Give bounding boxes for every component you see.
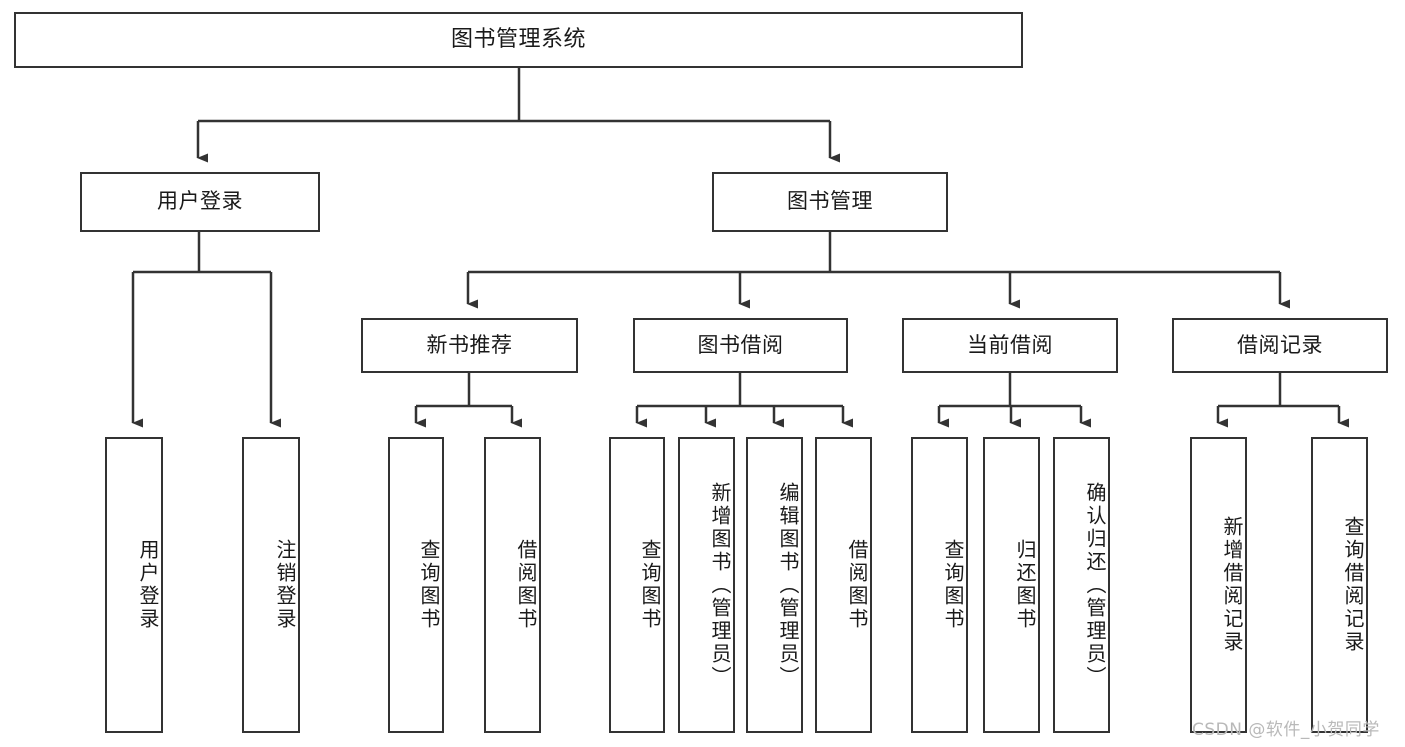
- node-leaf-query-book-1[interactable]: 查询图书: [388, 437, 444, 733]
- node-leaf-edit-book-label: 编辑图书（管理员）: [776, 481, 800, 689]
- node-leaf-query-record-label: 查询借阅记录: [1341, 516, 1365, 654]
- node-user-login[interactable]: 用户登录: [80, 172, 320, 232]
- node-new-book-recommend[interactable]: 新书推荐: [361, 318, 578, 373]
- node-leaf-add-book-label: 新增图书（管理员）: [708, 481, 732, 689]
- node-leaf-add-book[interactable]: 新增图书（管理员）: [678, 437, 735, 733]
- node-leaf-return-book-label: 归还图书: [1013, 539, 1037, 631]
- node-new-book-recommend-label: 新书推荐: [426, 332, 513, 357]
- node-leaf-query-book-2[interactable]: 查询图书: [609, 437, 665, 733]
- node-borrow-record-label: 借阅记录: [1237, 332, 1323, 357]
- node-leaf-add-record[interactable]: 新增借阅记录: [1190, 437, 1247, 733]
- node-user-login-label: 用户登录: [157, 189, 243, 214]
- node-leaf-query-book-1-label: 查询图书: [417, 539, 441, 631]
- node-leaf-query-book-2-label: 查询图书: [638, 539, 662, 631]
- node-leaf-query-record[interactable]: 查询借阅记录: [1311, 437, 1368, 733]
- node-leaf-add-record-label: 新增借阅记录: [1220, 516, 1244, 654]
- node-current-borrow-label: 当前借阅: [967, 332, 1053, 357]
- node-leaf-logout-label: 注销登录: [273, 539, 297, 631]
- node-leaf-edit-book[interactable]: 编辑图书（管理员）: [746, 437, 803, 733]
- node-leaf-logout[interactable]: 注销登录: [242, 437, 300, 733]
- node-root[interactable]: 图书管理系统: [14, 12, 1023, 68]
- node-current-borrow[interactable]: 当前借阅: [902, 318, 1118, 373]
- node-leaf-borrow-book-1-label: 借阅图书: [514, 539, 538, 631]
- node-borrow-record[interactable]: 借阅记录: [1172, 318, 1388, 373]
- node-leaf-borrow-book-1[interactable]: 借阅图书: [484, 437, 541, 733]
- csdn-watermark: CSDN @软件_小贺同学: [1192, 720, 1380, 740]
- node-leaf-borrow-book-2-label: 借阅图书: [845, 539, 869, 631]
- node-leaf-confirm-return[interactable]: 确认归还（管理员）: [1053, 437, 1110, 733]
- node-book-management-label: 图书管理: [787, 189, 873, 214]
- node-leaf-confirm-return-label: 确认归还（管理员）: [1083, 481, 1107, 689]
- node-leaf-return-book[interactable]: 归还图书: [983, 437, 1040, 733]
- node-root-label: 图书管理系统: [450, 26, 586, 52]
- node-leaf-user-login[interactable]: 用户登录: [105, 437, 163, 733]
- node-book-management[interactable]: 图书管理: [712, 172, 948, 232]
- node-leaf-query-book-3[interactable]: 查询图书: [911, 437, 968, 733]
- node-leaf-user-login-label: 用户登录: [136, 539, 160, 631]
- node-book-borrow-label: 图书借阅: [697, 332, 784, 357]
- node-leaf-query-book-3-label: 查询图书: [941, 539, 965, 631]
- node-leaf-borrow-book-2[interactable]: 借阅图书: [815, 437, 872, 733]
- node-book-borrow[interactable]: 图书借阅: [633, 318, 848, 373]
